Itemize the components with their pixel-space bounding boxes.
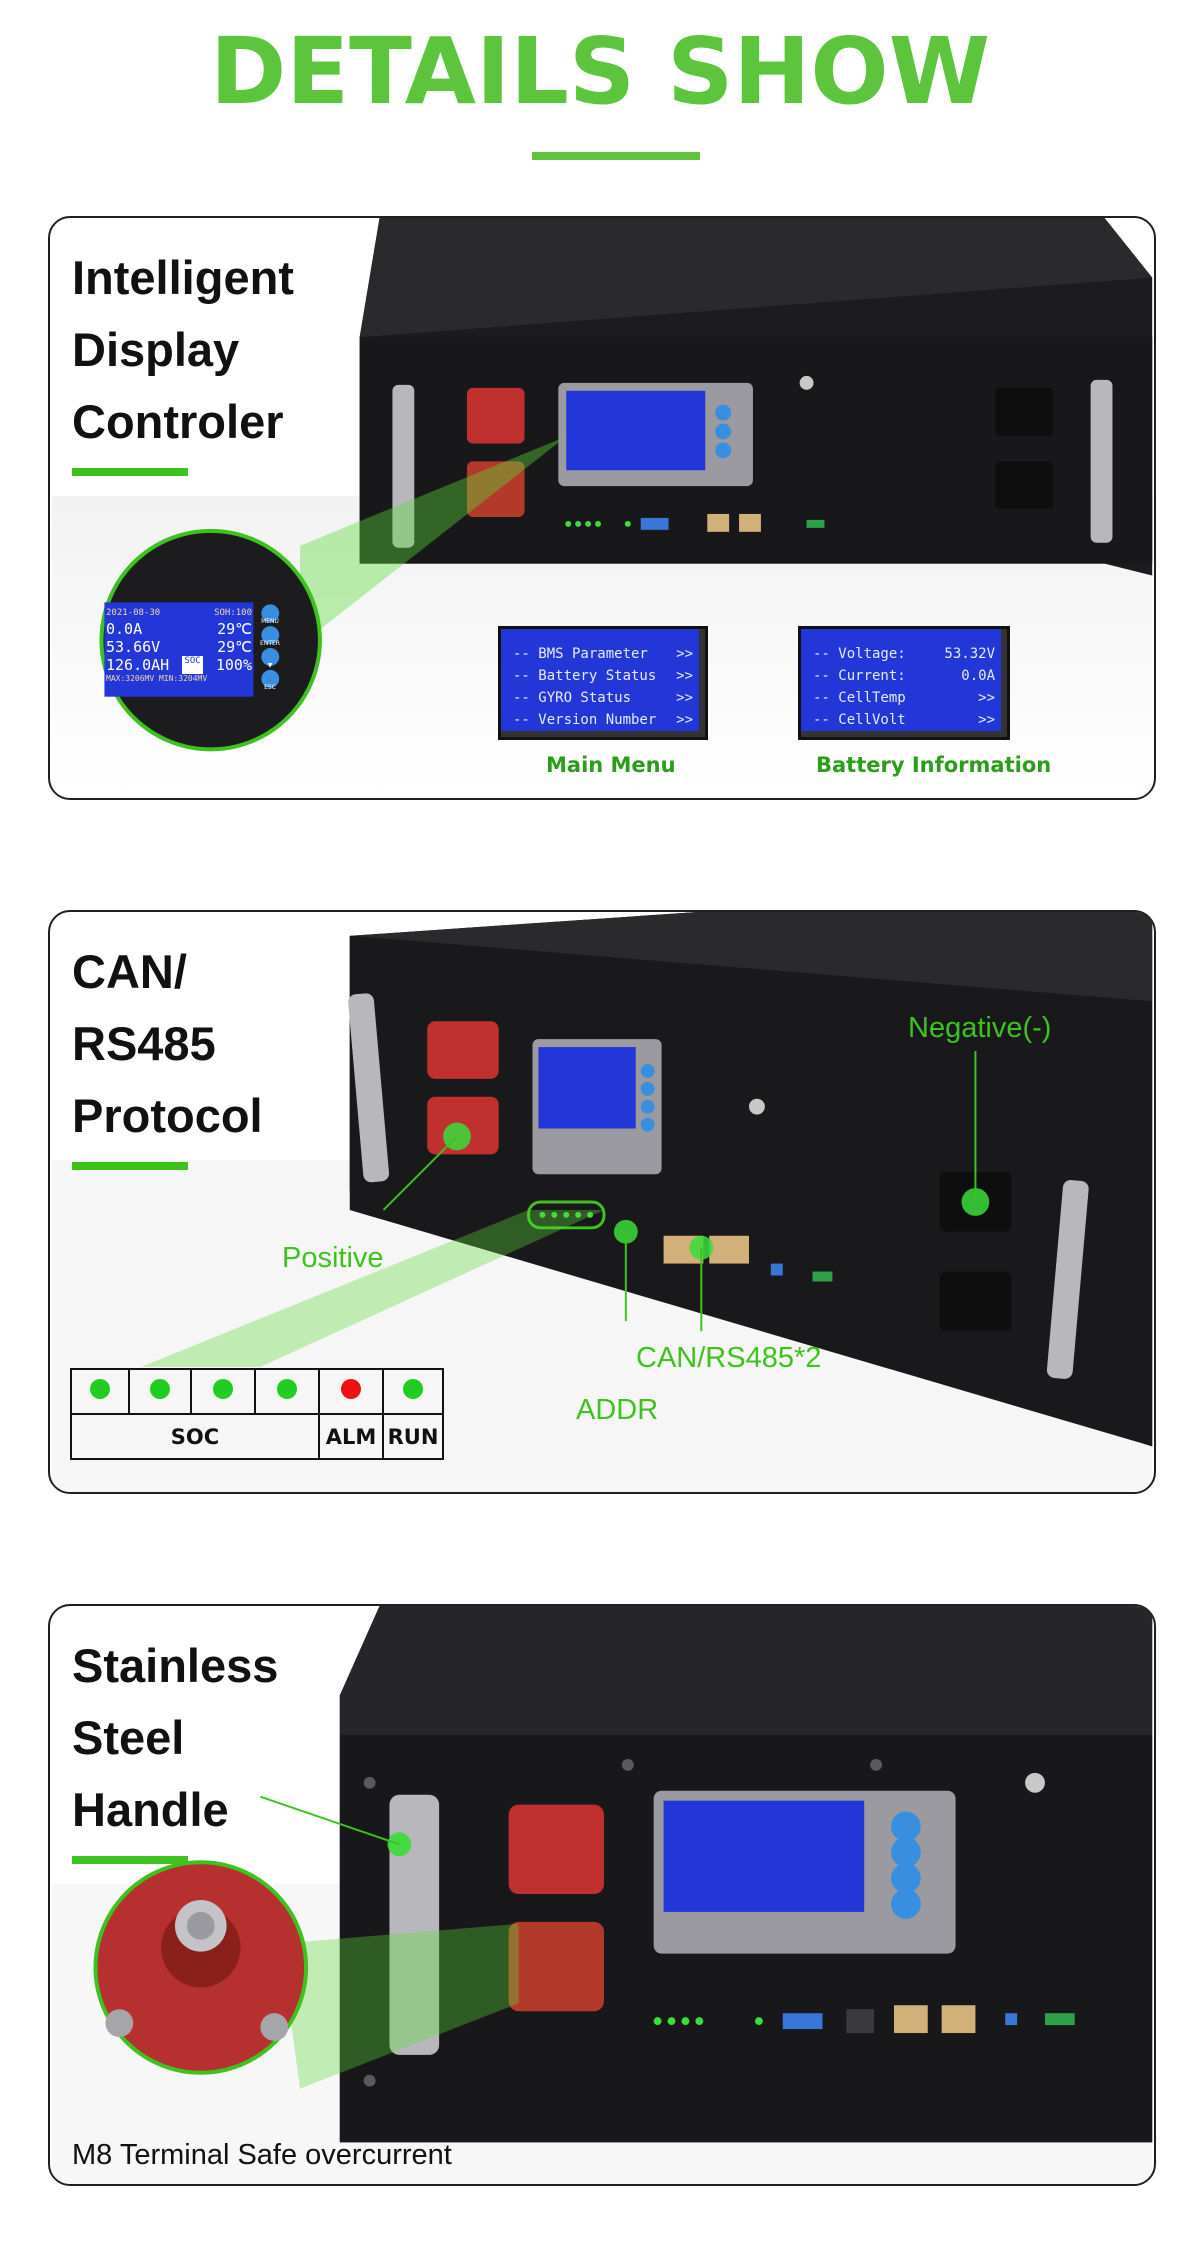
alm-led-dot (341, 1379, 361, 1399)
title-line: Handle (72, 1783, 229, 1836)
menu-row-value: >> (676, 646, 693, 662)
soc-led-dot (150, 1379, 170, 1399)
lcd-down-button: ▼ (267, 662, 273, 669)
lcd-voltage: 53.66V (106, 638, 161, 656)
lcd-current: 0.0A (106, 620, 143, 638)
lcd-temp1: 29℃ (217, 620, 252, 638)
battery-closeup-illustration (51, 1606, 1153, 2184)
info-row: -- CellVolt >> (813, 709, 995, 731)
title-line: Controler (72, 395, 284, 448)
info-row-label: -- CellVolt (813, 712, 906, 728)
panel-steel-handle: Stainless Steel Handle M8 Terminal Safe … (48, 1604, 1156, 2186)
menu-row-value: >> (676, 690, 693, 706)
panel-can-protocol: CAN/ RS485 Protocol Negative(-) Positive… (48, 910, 1156, 1494)
menu-row-value: >> (676, 712, 693, 728)
info-row-value: 0.0A (961, 668, 995, 684)
indicator-cell (254, 1368, 320, 1415)
menu-row-label: -- Version Number (513, 712, 657, 728)
lcd-menu-button: MENU (261, 618, 279, 625)
page-title: DETAILS SHOW (209, 18, 991, 125)
alm-label: ALM (318, 1413, 384, 1460)
menu-row: -- GYRO Status >> (513, 687, 693, 709)
indicator-label-row: SOC ALM RUN (70, 1413, 444, 1460)
soc-led-dot (277, 1379, 297, 1399)
title-accent-bar (72, 1162, 188, 1170)
info-row: -- CellTemp >> (813, 687, 995, 709)
lcd-temp2: 29℃ (217, 638, 252, 656)
title-underline (532, 152, 700, 160)
indicator-cell (190, 1368, 256, 1415)
menu-row: -- Version Number >> (513, 709, 693, 731)
menu-row-label: -- BMS Parameter (513, 646, 648, 662)
lcd-soc-tag: SOC (182, 656, 203, 674)
menu-row-label: -- GYRO Status (513, 690, 632, 706)
soc-led-dot (213, 1379, 233, 1399)
lcd-capacity: 126.0AH (106, 656, 170, 674)
menu-row: -- BMS Parameter >> (513, 643, 693, 665)
panel-title: Stainless Steel Handle (72, 1630, 278, 1846)
title-line: CAN/ (72, 945, 187, 998)
lcd-soc: 100% (215, 656, 252, 674)
battery-info-caption: Battery Information (816, 753, 1052, 777)
info-row-value: >> (978, 712, 995, 728)
lcd-minmax: MAX:3206MV MIN:3204MV (106, 674, 208, 683)
run-led-dot (403, 1379, 423, 1399)
title-accent-bar (72, 1856, 188, 1864)
indicator-cell (70, 1368, 130, 1415)
indicator-dot-row (70, 1368, 444, 1415)
positive-callout: Positive (282, 1242, 384, 1274)
info-row: -- Voltage: 53.32V (813, 643, 995, 665)
indicator-cell (128, 1368, 192, 1415)
lcd-esc-button: ESC (264, 684, 276, 691)
battery-info-screen: -- Voltage: 53.32V -- Current: 0.0A -- Cel… (798, 626, 1010, 740)
info-row-value: >> (978, 690, 995, 706)
lcd-date: 2021-08-30 (106, 608, 161, 618)
lcd-enter-button: ENTER (260, 640, 280, 647)
soc-led-dot (90, 1379, 110, 1399)
info-row-label: -- Current: (813, 668, 906, 684)
menu-row-value: >> (676, 668, 693, 684)
addr-callout: ADDR (576, 1394, 659, 1426)
menu-row: -- Battery Status >> (513, 665, 693, 687)
lcd-button-labels: MENU ENTER ▼ ESC (260, 611, 280, 699)
battery-front-illustration (51, 218, 1153, 798)
main-menu-screen: -- BMS Parameter >> -- Battery Status >> -… (498, 626, 708, 740)
panel-display-controller: Intelligent Display Controler 2021-08-30… (48, 216, 1156, 800)
indicator-cell (382, 1368, 444, 1415)
title-line: RS485 (72, 1017, 216, 1070)
title-line: Display (72, 323, 240, 376)
panel-title: Intelligent Display Controler (72, 242, 294, 458)
run-label: RUN (382, 1413, 444, 1460)
indicator-cell (318, 1368, 384, 1415)
title-line: Steel (72, 1711, 185, 1764)
info-row-label: -- CellTemp (813, 690, 906, 706)
info-row-value: 53.32V (944, 646, 995, 662)
zoomed-lcd-readout: 2021-08-30 SOH:100 0.0A 29℃ 53.66V 29℃ 1… (106, 608, 252, 683)
title-line: Protocol (72, 1089, 263, 1142)
panel-title: CAN/ RS485 Protocol (72, 936, 263, 1152)
negative-callout: Negative(-) (908, 1012, 1052, 1044)
menu-row-label: -- Battery Status (513, 668, 657, 684)
title-accent-bar (72, 468, 188, 476)
info-row-label: -- Voltage: (813, 646, 906, 662)
can-rs485-callout: CAN/RS485*2 (636, 1342, 822, 1374)
main-menu-caption: Main Menu (546, 753, 676, 777)
soc-label: SOC (70, 1413, 320, 1460)
info-row: -- Current: 0.0A (813, 665, 995, 687)
terminal-footnote: M8 Terminal Safe overcurrent (72, 2139, 452, 2171)
led-indicator-table: SOC ALM RUN (70, 1368, 444, 1460)
lcd-soh: SOH:100 (214, 608, 252, 618)
title-line: Intelligent (72, 251, 294, 304)
title-line: Stainless (72, 1639, 279, 1692)
